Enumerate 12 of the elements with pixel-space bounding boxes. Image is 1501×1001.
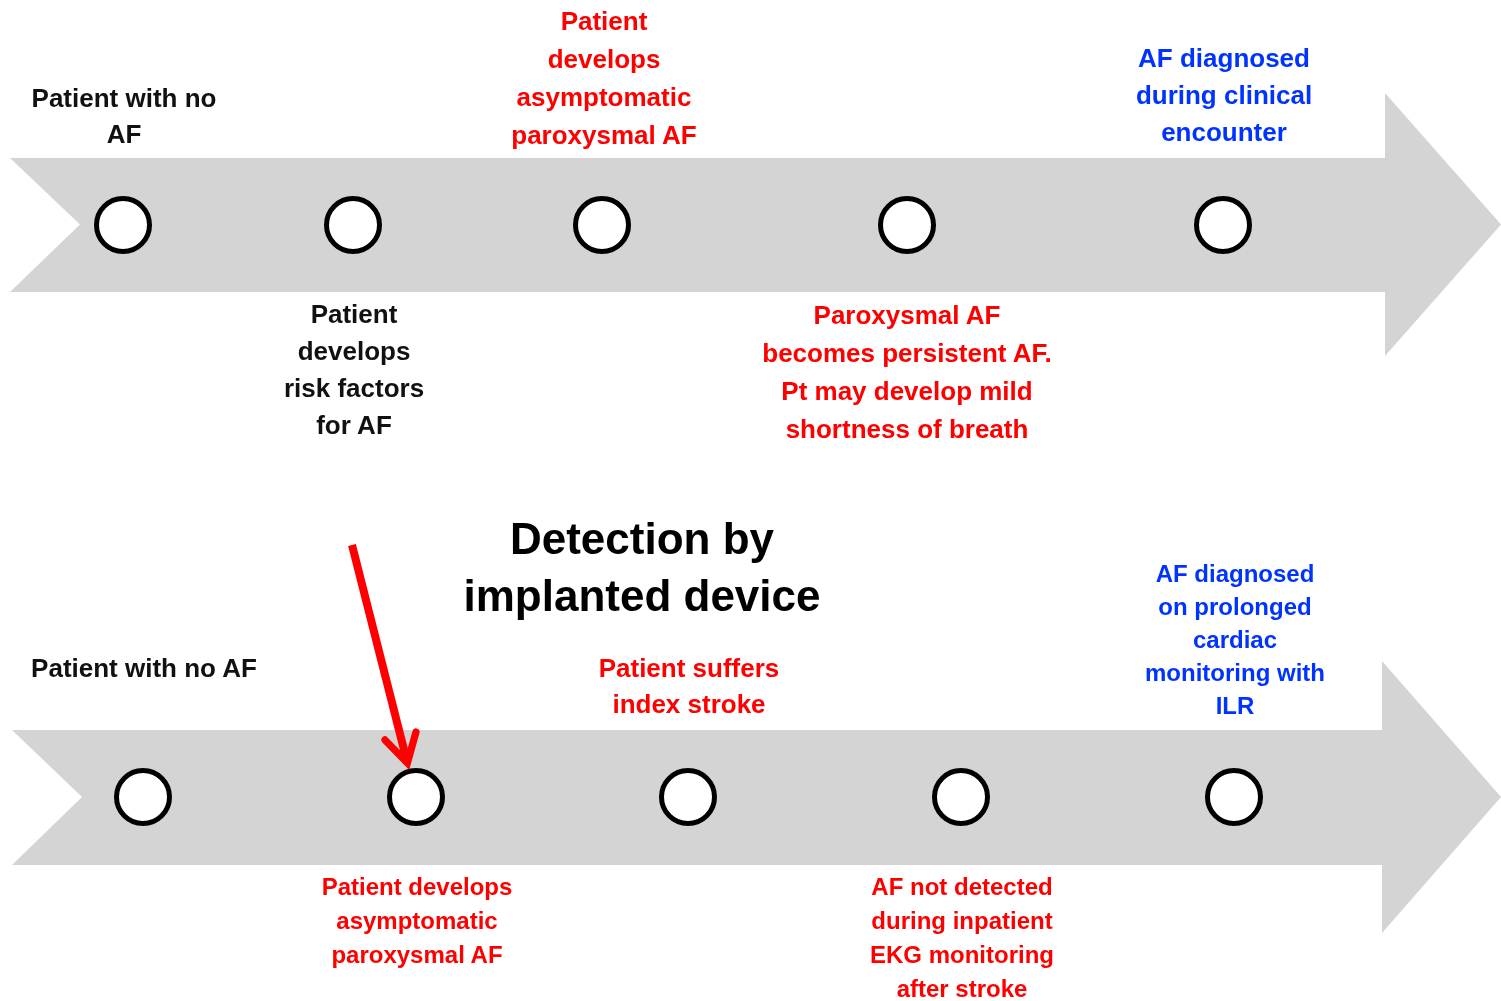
arrow <box>348 544 420 767</box>
event-text: Patient with no AF <box>31 82 217 151</box>
event-text: Patient develops risk factors for AF <box>282 298 426 442</box>
event-text: AF not detected during inpatient EKG monitoring after stroke <box>869 872 1055 1001</box>
event-text: Paroxysmal AF becomes persistent AF. Pt may develop mild shortness of breath <box>762 299 1052 446</box>
event-text: Patient develops asymptomatic paroxysmal AF <box>320 872 514 970</box>
event-text: AF diagnosed on prolonged cardiac monitoring with ILR <box>1144 559 1326 721</box>
event-text: Patient suffers index stroke <box>597 652 781 721</box>
event-text: AF diagnosed during clinical encounter <box>1134 42 1314 149</box>
annotation-heading: Detection by implanted device <box>462 513 822 622</box>
event-text: Patient develops asymptomatic paroxysmal AF <box>510 5 698 152</box>
event-text: Patient with no AF <box>30 652 258 685</box>
